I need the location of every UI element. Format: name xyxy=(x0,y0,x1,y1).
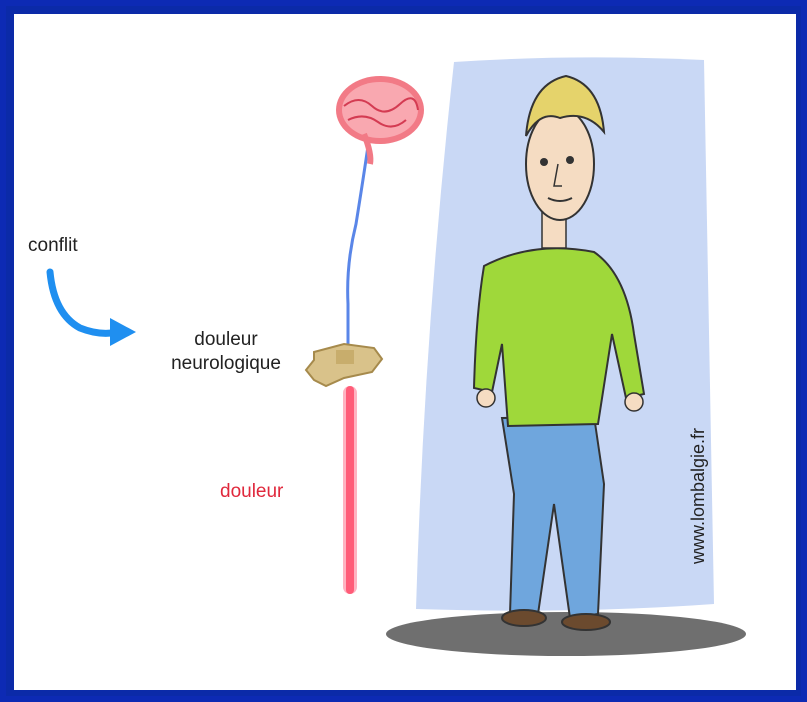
pain-label: douleur xyxy=(220,480,283,504)
neurological-pain-label: douleur neurologique xyxy=(156,328,296,376)
nerve-upper xyxy=(348,146,368,344)
curved-arrow-icon xyxy=(50,272,136,346)
illustration-svg xyxy=(14,14,796,690)
illustration-panel: conflit douleur neurologique douleur www… xyxy=(14,14,796,690)
website-label: www.lombalgie.fr xyxy=(688,428,709,564)
neurological-pain-line2: neurologique xyxy=(156,352,296,376)
nerve-lower xyxy=(346,386,354,594)
brain-icon xyxy=(336,76,424,164)
neurological-pain-line1: douleur xyxy=(156,328,296,352)
conflict-label: conflit xyxy=(28,234,78,258)
vertebra-icon xyxy=(306,344,382,386)
